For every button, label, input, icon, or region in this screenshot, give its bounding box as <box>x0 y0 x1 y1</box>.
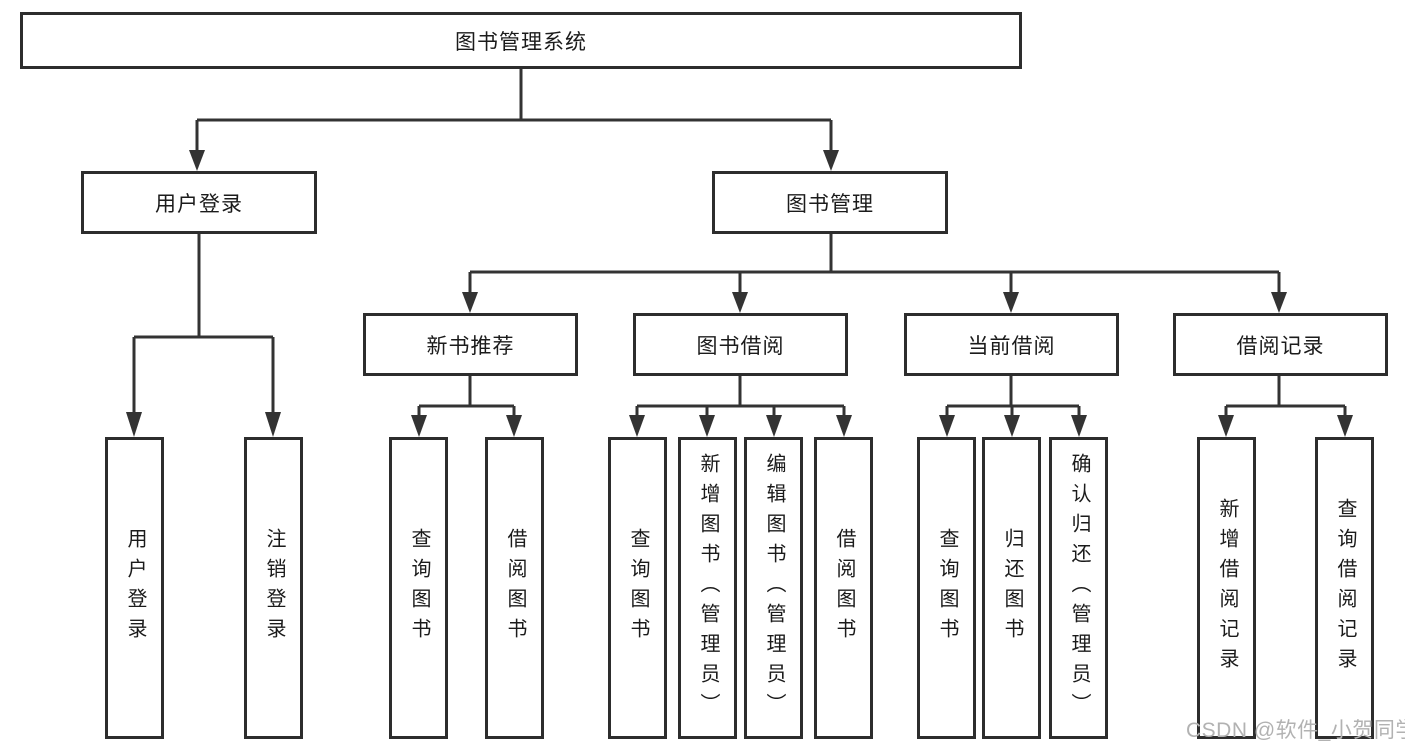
leaf-return-book: 归还图书 <box>982 437 1041 739</box>
leaf-label: 归还图书 <box>1001 528 1023 648</box>
arrow-down-icon <box>126 412 142 437</box>
arrow-down-icon <box>1004 415 1020 437</box>
leaf-label: 查询借阅记录 <box>1334 498 1356 678</box>
leaf-label: 编辑图书（管理员） <box>763 453 785 723</box>
leaf-logout: 注销登录 <box>244 437 303 739</box>
leaf-label: 确认归还（管理员） <box>1068 453 1090 723</box>
node-borrow-records: 借阅记录 <box>1173 313 1388 376</box>
leaf-query-borrow-record: 查询借阅记录 <box>1315 437 1374 739</box>
arrow-down-icon <box>462 292 478 313</box>
leaf-label: 查询图书 <box>627 528 649 648</box>
leaf-user-login: 用户登录 <box>105 437 164 739</box>
arrow-down-icon <box>732 292 748 313</box>
node-label: 图书管理 <box>786 192 874 216</box>
arrow-down-icon <box>836 415 852 437</box>
node-label: 当前借阅 <box>967 334 1056 358</box>
node-user-login: 用户登录 <box>81 171 317 234</box>
arrow-down-icon <box>823 150 839 171</box>
leaf-label: 查询图书 <box>936 528 958 648</box>
leaf-confirm-return-admin: 确认归还（管理员） <box>1049 437 1108 739</box>
arrow-down-icon <box>766 415 782 437</box>
csdn-watermark: CSDN @软件_小贺同学 <box>1186 719 1405 742</box>
arrow-down-icon <box>699 415 715 437</box>
arrow-down-icon <box>1071 415 1087 437</box>
arrow-down-icon <box>1337 415 1353 437</box>
leaf-borrow-book-1: 借阅图书 <box>485 437 544 739</box>
node-current-borrow: 当前借阅 <box>904 313 1119 376</box>
arrow-down-icon <box>939 415 955 437</box>
leaf-label: 用户登录 <box>124 528 146 648</box>
node-book-borrow: 图书借阅 <box>633 313 848 376</box>
arrow-down-icon <box>411 415 427 437</box>
leaf-query-book-1: 查询图书 <box>389 437 448 739</box>
node-label: 图书借阅 <box>696 334 785 358</box>
node-label: 图书管理系统 <box>455 30 587 54</box>
node-library-management-system: 图书管理系统 <box>20 12 1022 69</box>
leaf-edit-book-admin: 编辑图书（管理员） <box>744 437 803 739</box>
leaf-query-book-3: 查询图书 <box>917 437 976 739</box>
leaf-label: 新增图书（管理员） <box>697 453 719 723</box>
leaf-label: 注销登录 <box>263 528 285 648</box>
node-label: 用户登录 <box>155 192 243 216</box>
leaf-label: 新增借阅记录 <box>1216 498 1238 678</box>
leaf-label: 借阅图书 <box>504 528 526 648</box>
arrow-down-icon <box>189 150 205 171</box>
leaf-label: 查询图书 <box>408 528 430 648</box>
leaf-add-borrow-record: 新增借阅记录 <box>1197 437 1256 739</box>
arrow-down-icon <box>506 415 522 437</box>
arrow-down-icon <box>265 412 281 437</box>
node-label: 新书推荐 <box>426 334 515 358</box>
leaf-label: 借阅图书 <box>833 528 855 648</box>
arrow-down-icon <box>1218 415 1234 437</box>
arrow-down-icon <box>1003 292 1019 313</box>
arrow-down-icon <box>629 415 645 437</box>
arrow-down-icon <box>1271 292 1287 313</box>
node-book-management: 图书管理 <box>712 171 948 234</box>
leaf-query-book-2: 查询图书 <box>608 437 667 739</box>
leaf-add-book-admin: 新增图书（管理员） <box>678 437 737 739</box>
leaf-borrow-book-2: 借阅图书 <box>814 437 873 739</box>
node-new-book-recommend: 新书推荐 <box>363 313 578 376</box>
node-label: 借阅记录 <box>1236 334 1325 358</box>
